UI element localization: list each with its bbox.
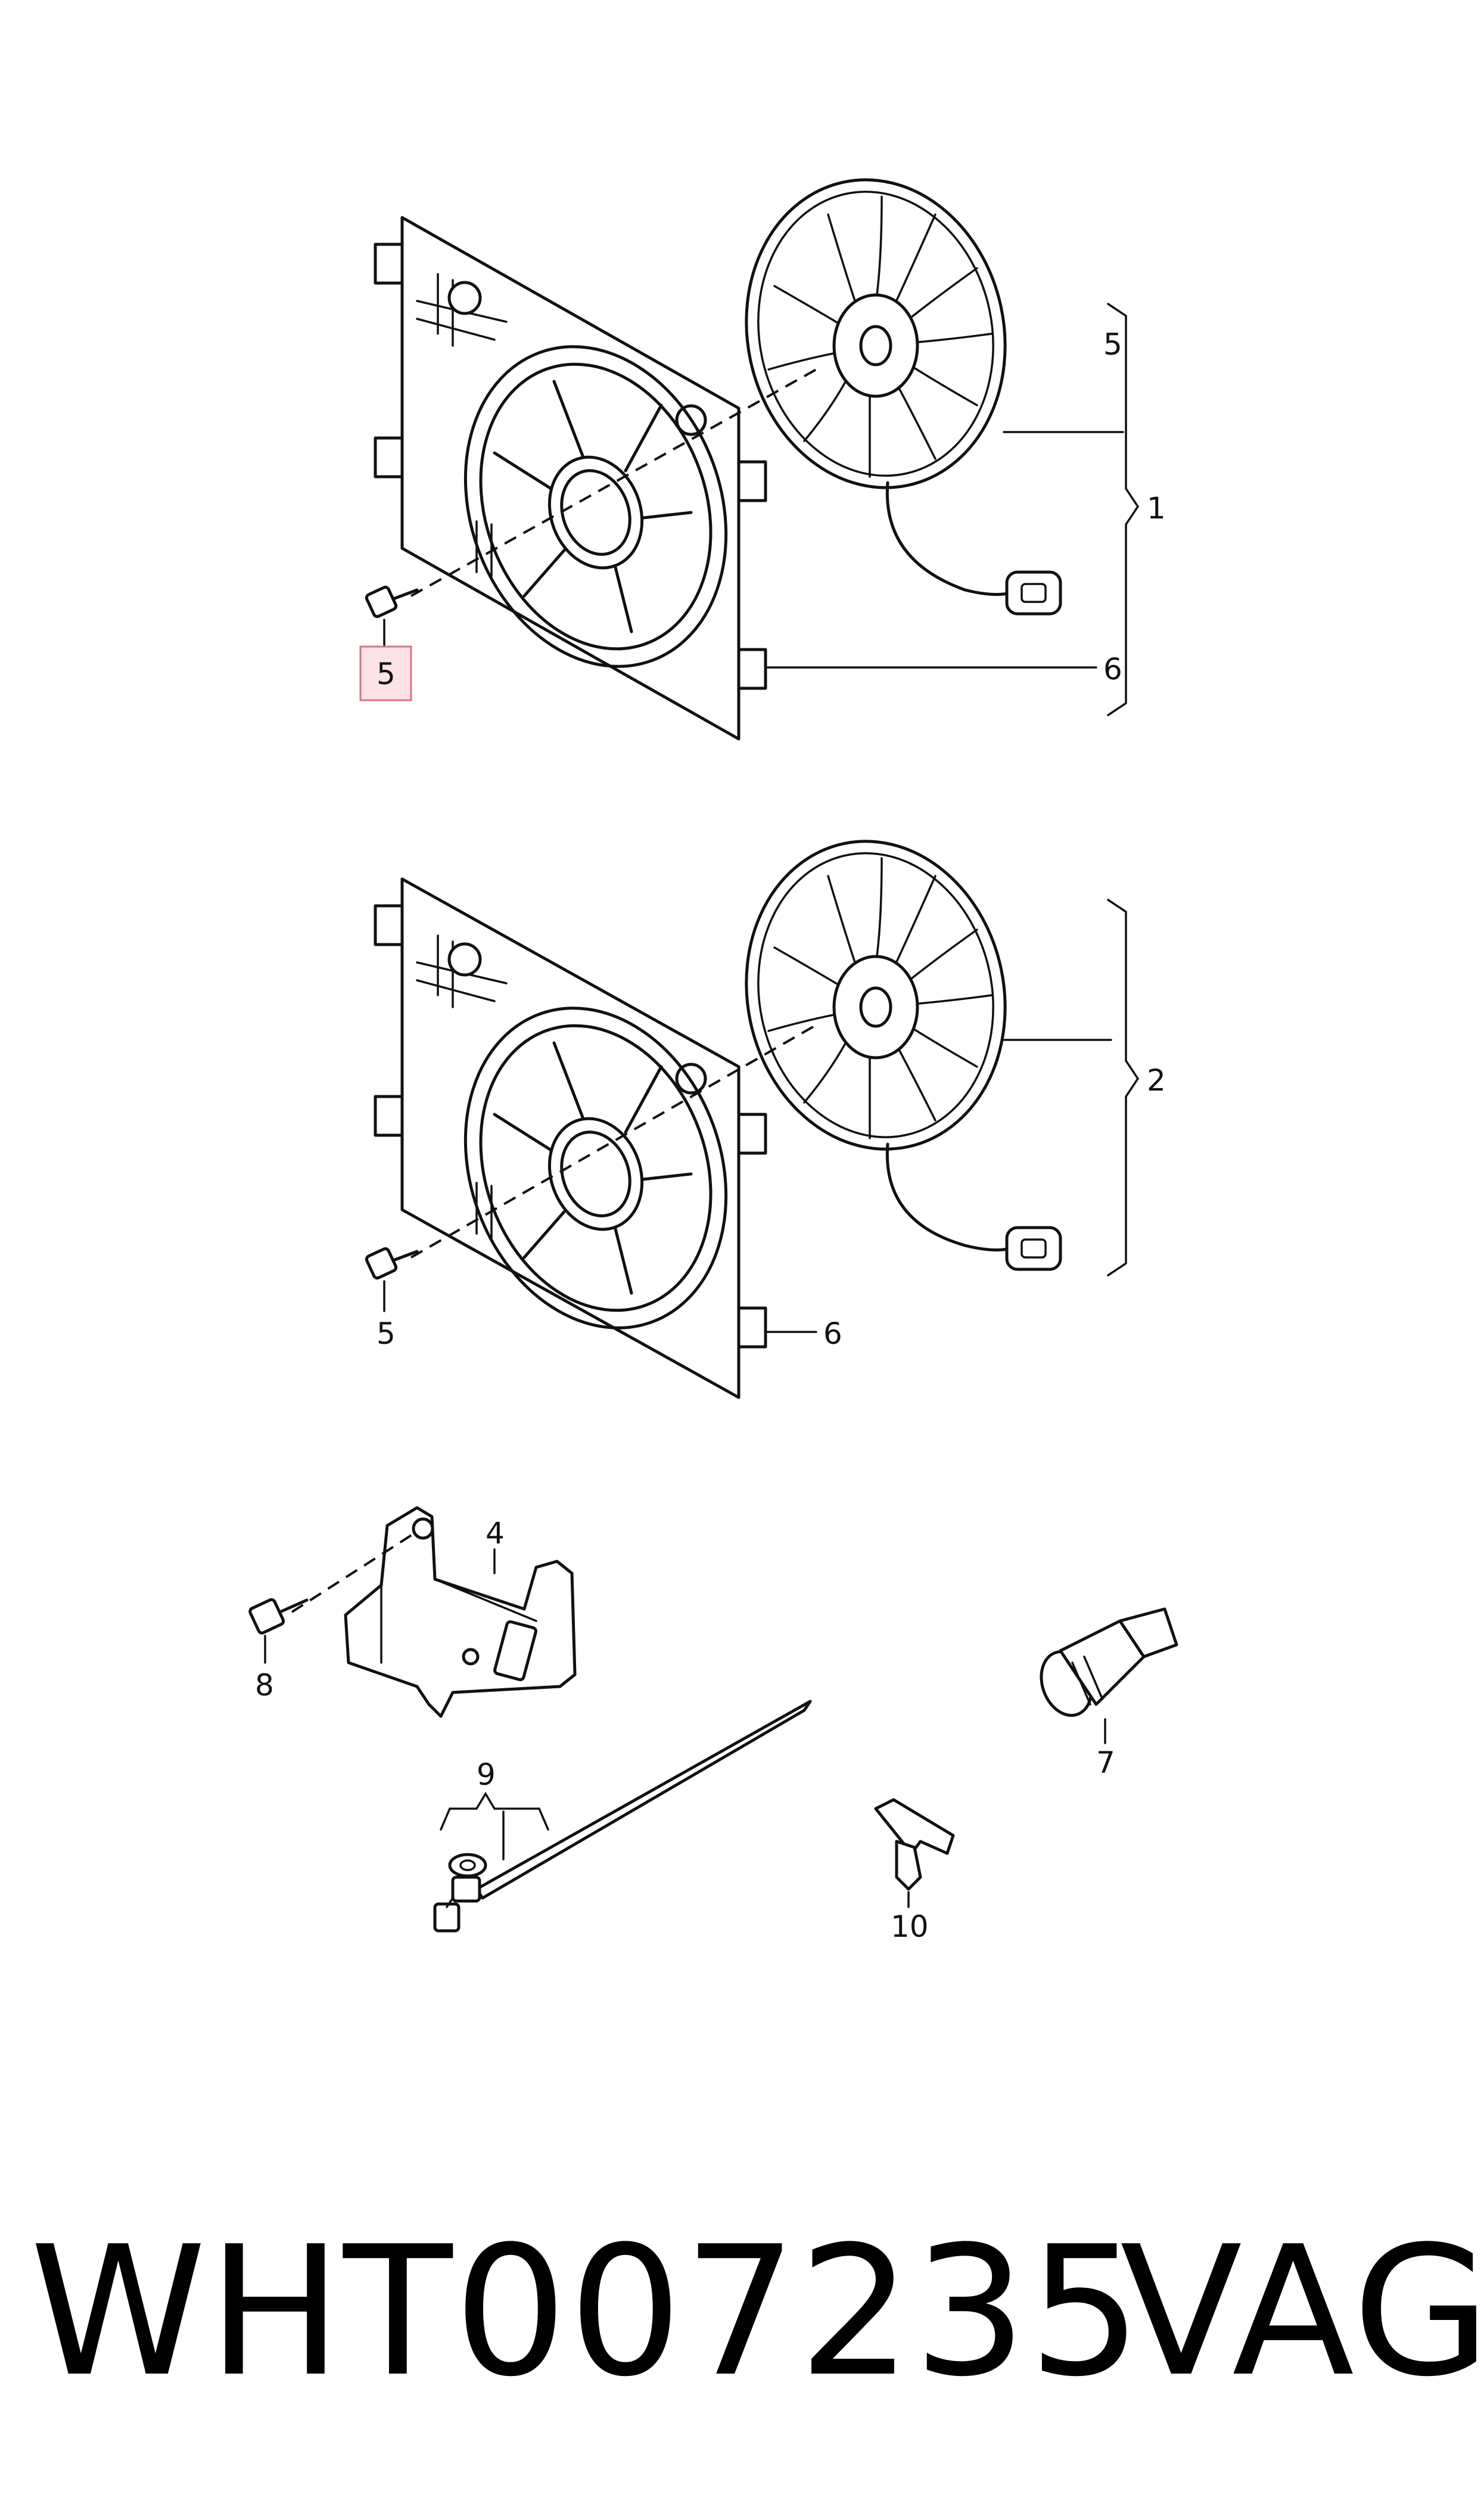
cable-tie bbox=[433, 1700, 812, 1933]
brace-cable-tie bbox=[440, 1791, 549, 1831]
brace-assembly-1 bbox=[1107, 303, 1140, 716]
fan-assembly-lower: 5 2 6 bbox=[365, 840, 1166, 1399]
assembly-axis-upper bbox=[410, 368, 817, 597]
clip bbox=[874, 1798, 955, 1891]
bracket bbox=[344, 1506, 577, 1718]
footer: WHT007235 VAG bbox=[0, 2217, 1484, 2408]
callout-7: 7 bbox=[1096, 1745, 1115, 1780]
fan-assembly-upper: 5 5 1 6 bbox=[359, 178, 1166, 741]
callout-10: 10 bbox=[891, 1909, 929, 1944]
callout-5-highlighted: 5 bbox=[377, 657, 396, 691]
callout-2: 2 bbox=[1147, 1063, 1166, 1098]
callout-8: 8 bbox=[255, 1668, 274, 1703]
callout-1: 1 bbox=[1147, 491, 1166, 526]
callout-5-fan-motor: 5 bbox=[1103, 327, 1122, 362]
pressure-switch bbox=[1040, 1607, 1178, 1717]
callout-9: 9 bbox=[477, 1757, 496, 1792]
callout-6-shroud-lower: 6 bbox=[823, 1316, 842, 1351]
highlight-box bbox=[359, 645, 412, 701]
callout-4: 4 bbox=[486, 1516, 505, 1551]
fan-motor-upper bbox=[745, 178, 1062, 616]
fan-shroud-lower bbox=[374, 877, 767, 1399]
callout-5-bolt-lower: 5 bbox=[377, 1316, 396, 1351]
bracket-axis bbox=[291, 1530, 418, 1613]
part-number: WHT007235 bbox=[30, 2208, 1143, 2416]
callout-6-shroud: 6 bbox=[1103, 652, 1122, 687]
brace-assembly-2 bbox=[1107, 899, 1140, 1276]
bracket-bolt bbox=[248, 1598, 309, 1635]
brand-name: VAG bbox=[1120, 2208, 1484, 2416]
bolt-upper bbox=[365, 585, 419, 619]
fan-shroud-upper bbox=[374, 216, 767, 741]
assembly-axis-lower bbox=[410, 1024, 817, 1259]
bolt-lower bbox=[365, 1247, 419, 1280]
fan-motor-lower bbox=[745, 840, 1062, 1271]
